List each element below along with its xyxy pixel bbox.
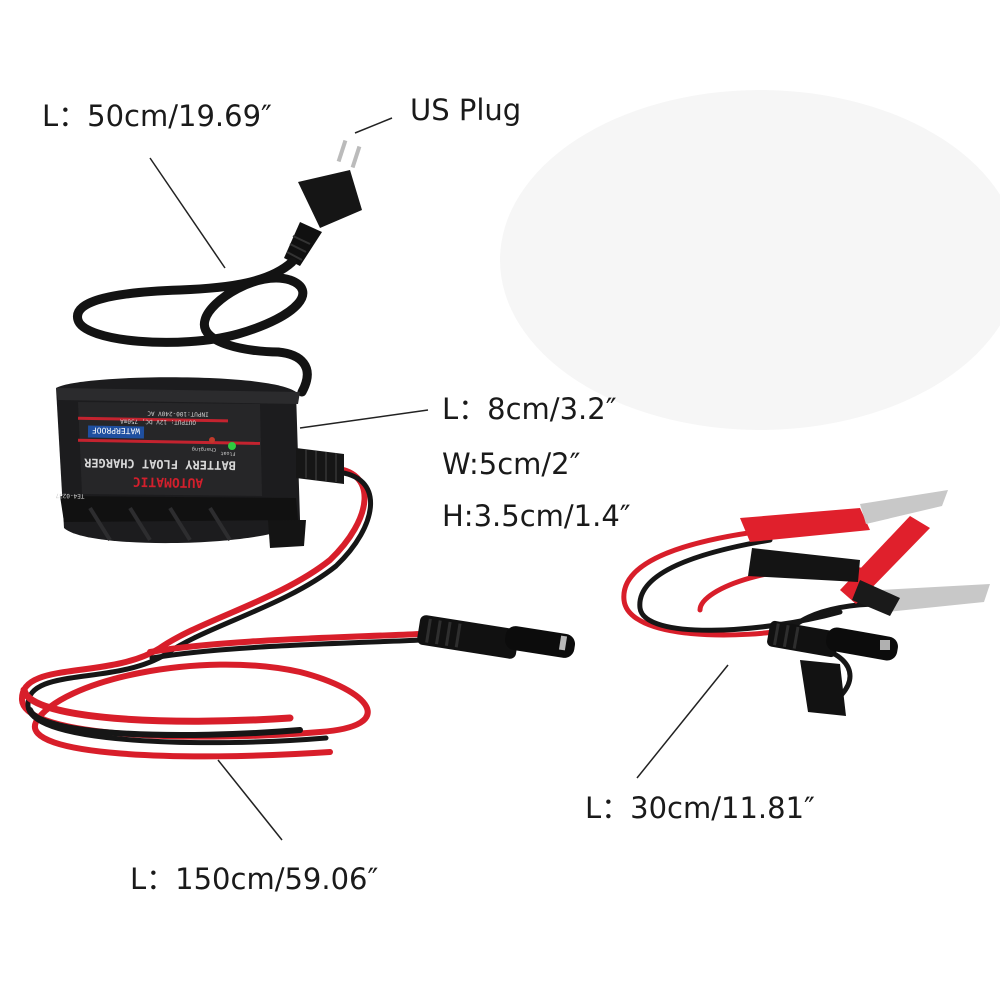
- pointer-output-cable: [217, 759, 283, 841]
- charger-title: BATTERY FLOAT CHARGER: [83, 456, 236, 473]
- charger-waterproof: WATERPROOF: [92, 426, 140, 436]
- charger-brand: AUTOMATIC: [133, 473, 204, 489]
- sae-connector: [417, 615, 576, 659]
- ac-cord: [73, 257, 312, 397]
- plug-cord-length-label: L：50cm/19.69″: [42, 99, 272, 133]
- led-red: [209, 437, 215, 443]
- pointer-box: [299, 409, 429, 429]
- charger-input: INPUT:100-240V AC: [147, 409, 209, 417]
- background-haze: [500, 90, 1000, 430]
- box-length-label: L：8cm/3.2″: [442, 392, 617, 426]
- clip-cable-length-label: L：30cm/11.81″: [585, 791, 815, 825]
- clip-sae-connector: [767, 620, 898, 716]
- pointer-lines: [149, 117, 729, 841]
- charger-model: TE4-0237: [55, 492, 84, 500]
- output-cable-length-label: L：150cm/59.06″: [130, 862, 379, 896]
- pointer-plug: [354, 117, 393, 134]
- pointer-clip-cable: [636, 664, 729, 779]
- box-height-label: H:3.5cm/1.4″: [442, 499, 631, 533]
- charger-led-charging: Charging: [192, 446, 216, 452]
- output-cable: [18, 465, 425, 760]
- box-width-label: W:5cm/2″: [442, 447, 581, 481]
- red-alligator-clip: [740, 490, 948, 604]
- charger-housing: [56, 377, 344, 548]
- plug-type-label: US Plug: [410, 93, 522, 127]
- pointer-plug-cord: [149, 157, 226, 269]
- charger-output: OUTPUT: 12V DC, 750mA: [120, 417, 196, 425]
- charger-led-float: Float: [220, 450, 235, 456]
- us-plug: [284, 139, 362, 266]
- led-green: [228, 442, 236, 450]
- charger-print: AUTOMATIC BATTERY FLOAT CHARGER WATERPRO…: [55, 409, 236, 499]
- black-alligator-clip: [748, 548, 990, 616]
